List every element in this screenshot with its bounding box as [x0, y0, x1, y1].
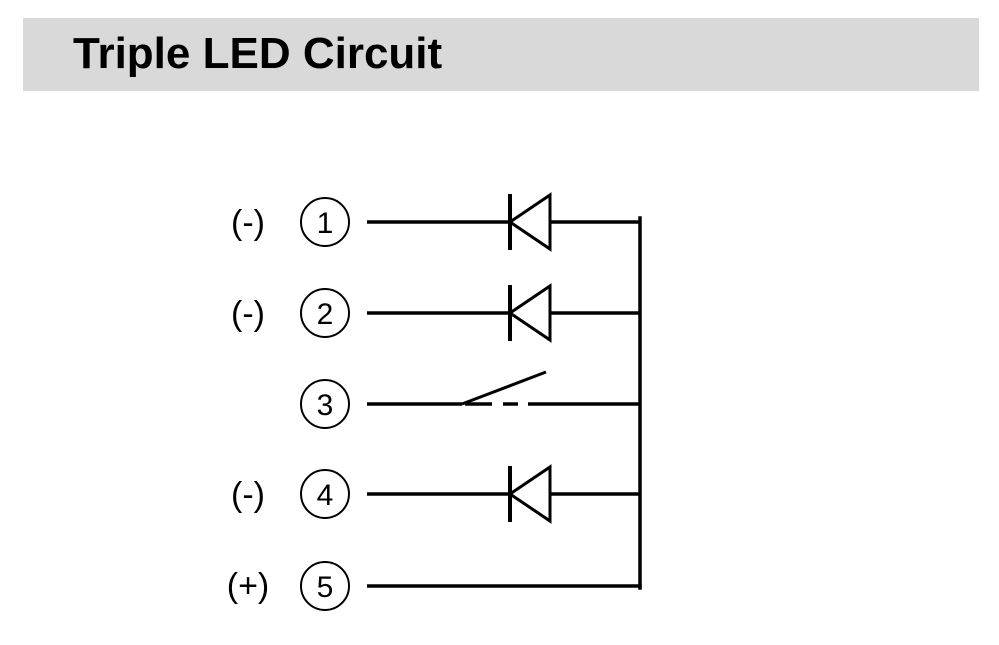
led-2-symbol — [507, 283, 552, 343]
pin-2-circle — [300, 288, 350, 338]
pin-2-polarity: (-) — [231, 295, 265, 333]
pin-1-number: 1 — [317, 207, 334, 240]
led-1-symbol — [507, 192, 552, 252]
pin-4-number: 4 — [317, 479, 334, 512]
title-bar: Triple LED Circuit — [23, 18, 979, 91]
pin-1-circle — [300, 197, 350, 247]
switch-symbol — [367, 370, 640, 406]
pin-row-2: (-) 2 — [231, 283, 640, 343]
pin-5-circle — [300, 561, 350, 611]
pin-5-polarity: (+) — [227, 567, 270, 605]
pin-row-4: (-) 4 — [231, 464, 640, 524]
pin-5-number: 5 — [317, 571, 334, 604]
page-title: Triple LED Circuit — [73, 29, 443, 78]
pin-1-polarity: (-) — [231, 204, 265, 242]
pin-row-5: (+) 5 — [227, 561, 642, 611]
led-4-symbol — [507, 464, 552, 524]
pin-2-number: 2 — [317, 298, 334, 331]
pin-4-polarity: (-) — [231, 476, 265, 514]
pin-row-3: 3 — [300, 370, 640, 429]
pin-row-1: (-) 1 — [231, 192, 640, 252]
pin-3-number: 3 — [317, 389, 334, 422]
pin-3-circle — [300, 379, 350, 429]
pin-4-circle — [300, 469, 350, 519]
